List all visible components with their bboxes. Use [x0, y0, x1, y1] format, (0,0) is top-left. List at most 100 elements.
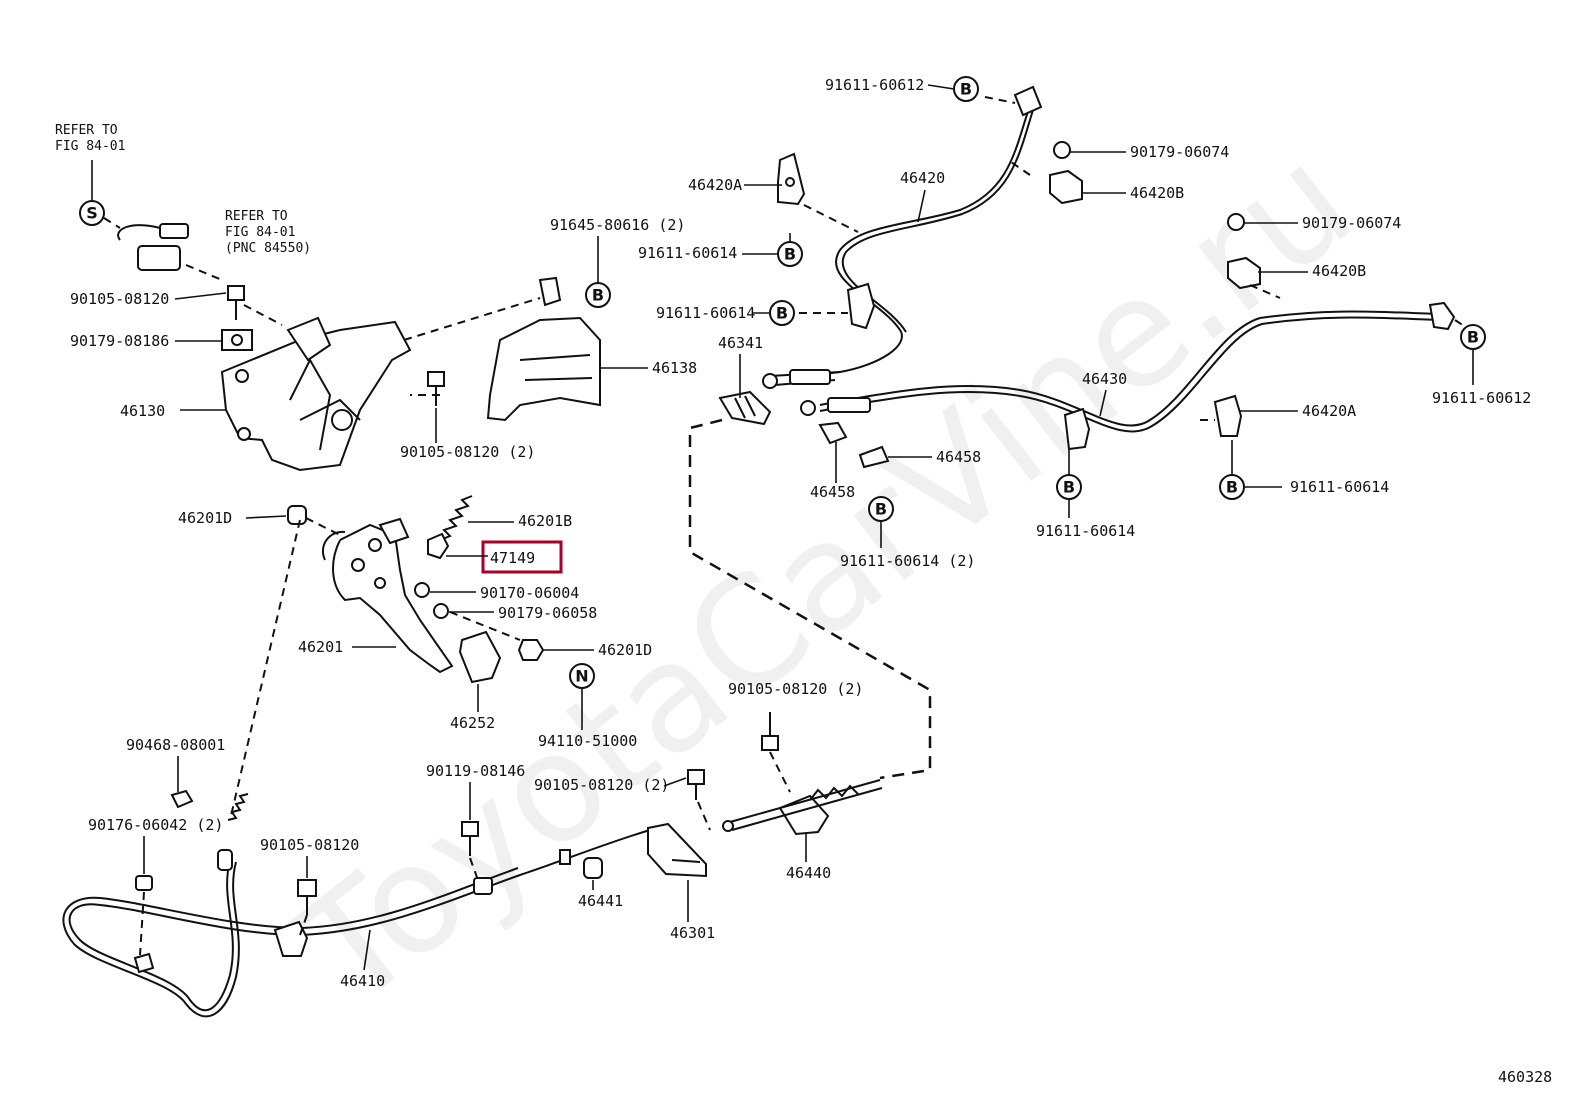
bushing-46201D-a[interactable]: [287, 505, 307, 525]
nut-90179-06058[interactable]: [433, 603, 449, 619]
label-91611-60614-a[interactable]: 91611-60614: [638, 244, 778, 262]
bolt-90105-08120-b[interactable]: [297, 879, 317, 915]
label-90170-06004[interactable]: 90170-06004: [430, 584, 579, 602]
svg-text:90105-08120: 90105-08120: [260, 836, 359, 854]
bolt-90105-08120-a[interactable]: [227, 285, 245, 320]
label-90179-08186[interactable]: 90179-08186: [70, 332, 222, 350]
svg-text:46201B: 46201B: [518, 512, 572, 530]
svg-text:90179-06074: 90179-06074: [1302, 214, 1401, 232]
label-46420A-right[interactable]: 46420A: [1240, 402, 1356, 420]
equalizer-46440[interactable]: [722, 779, 883, 836]
label-94110-51000[interactable]: 94110-51000: [538, 732, 637, 750]
spring-46201B[interactable]: [439, 495, 473, 541]
svg-text:90105-08120 (2): 90105-08120 (2): [534, 776, 669, 794]
marker-b-text: B: [1063, 478, 1075, 497]
marker-b-text: B: [592, 286, 604, 305]
label-46458-right[interactable]: 46458: [888, 448, 981, 466]
label-91645-80616[interactable]: 91645-80616 (2): [550, 216, 685, 234]
label-90105-08120-2a[interactable]: 90105-08120 (2): [400, 408, 535, 461]
label-90105-08120-a[interactable]: 90105-08120: [70, 290, 227, 308]
label-90179-06058[interactable]: 90179-06058: [449, 604, 597, 622]
bolt-90119-08146[interactable]: [461, 821, 479, 856]
refer-note-a-line1: REFER TO: [55, 123, 118, 138]
clip-46458[interactable]: [818, 421, 890, 469]
label-46130[interactable]: 46130: [120, 402, 226, 420]
refer-note-b-line3: (PNC 84550): [225, 241, 311, 256]
label-90176-06042[interactable]: 90176-06042 (2): [88, 816, 223, 874]
bracket-46420A-right[interactable]: [1213, 394, 1243, 437]
knob-46252[interactable]: [458, 630, 502, 684]
marker-b-7: B: [1219, 474, 1245, 500]
svg-text:91611-60612: 91611-60612: [825, 76, 924, 94]
rear-cable-46430[interactable]: [800, 301, 1456, 451]
label-90119-08146[interactable]: 90119-08146: [426, 762, 525, 820]
switch-84550[interactable]: [117, 223, 189, 271]
label-46430[interactable]: 46430: [1082, 370, 1127, 417]
rear-cable-46420[interactable]: [762, 85, 1043, 389]
label-91611-60612-right[interactable]: 91611-60612: [1432, 389, 1531, 407]
svg-text:91611-60612: 91611-60612: [1432, 389, 1531, 407]
refer-note-b-line1: REFER TO: [225, 209, 288, 224]
bushing-46441[interactable]: [583, 857, 603, 879]
svg-text:91611-60614: 91611-60614: [1036, 522, 1135, 540]
nut-90179-08186[interactable]: [221, 329, 253, 351]
clip-46420B-top[interactable]: [1049, 141, 1083, 205]
label-46301[interactable]: 46301: [670, 880, 715, 942]
label-90105-08120-b[interactable]: 90105-08120: [260, 836, 359, 878]
clip-46420B-right[interactable]: [1227, 213, 1261, 290]
label-46201D-b[interactable]: 46201D: [543, 641, 652, 659]
label-46420-top[interactable]: 46420: [900, 169, 945, 223]
label-46201B[interactable]: 46201B: [468, 512, 572, 530]
bushing-46201D-b[interactable]: [517, 639, 545, 661]
label-46252[interactable]: 46252: [450, 684, 495, 732]
marker-b-text: B: [776, 304, 788, 323]
label-46201[interactable]: 46201: [298, 638, 396, 656]
marker-s: S: [79, 200, 105, 226]
bolt-90105-08120-2b[interactable]: [761, 712, 779, 751]
nut-90170-06004[interactable]: [414, 582, 430, 598]
marker-b-1: B: [953, 76, 979, 102]
svg-text:90176-06042 (2): 90176-06042 (2): [88, 816, 223, 834]
label-91611-60614-2[interactable]: 91611-60614 (2): [840, 552, 975, 570]
bolt-90105-08120-2c[interactable]: [687, 769, 705, 800]
label-91611-60612-top[interactable]: 91611-60612: [825, 76, 955, 94]
label-90179-06074-a[interactable]: 90179-06074: [1070, 143, 1229, 161]
bracket-46341[interactable]: [718, 390, 772, 426]
label-91611-60614-d[interactable]: 91611-60614: [1290, 478, 1389, 496]
label-46458-left[interactable]: 46458: [810, 442, 855, 501]
front-cable-46410[interactable]: [62, 793, 651, 1018]
label-46440[interactable]: 46440: [786, 834, 831, 882]
label-46441[interactable]: 46441: [578, 880, 623, 910]
label-46420B-right[interactable]: 46420B: [1258, 262, 1366, 280]
label-90105-08120-2c[interactable]: 90105-08120 (2): [534, 776, 687, 794]
label-91611-60614-c[interactable]: 91611-60614: [1036, 522, 1135, 540]
label-46138[interactable]: 46138: [600, 359, 697, 377]
label-46341[interactable]: 46341: [718, 334, 763, 398]
pin-47149[interactable]: [427, 532, 450, 560]
label-46420A-top[interactable]: 46420A: [688, 176, 782, 194]
bracket-46420A-top[interactable]: [777, 152, 806, 206]
label-90468-08001[interactable]: 90468-08001: [126, 736, 225, 792]
label-90105-08120-2b[interactable]: 90105-08120 (2): [728, 680, 863, 698]
refer-note-b-line2: FIG 84-01: [225, 225, 295, 240]
cover-46138[interactable]: [486, 276, 601, 422]
svg-text:46420B: 46420B: [1130, 184, 1184, 202]
clip-90176-06042[interactable]: [135, 875, 153, 891]
clip-90468-08001[interactable]: [170, 789, 194, 809]
label-46201D-a[interactable]: 46201D: [178, 509, 287, 527]
label-46420B-top[interactable]: 46420B: [1082, 184, 1184, 202]
svg-text:90119-08146: 90119-08146: [426, 762, 525, 780]
bracket-46130[interactable]: [220, 316, 412, 472]
svg-text:90105-08120 (2): 90105-08120 (2): [728, 680, 863, 698]
bolt-90105-08120-2a[interactable]: [427, 371, 445, 406]
label-47149[interactable]: 47149: [446, 540, 563, 574]
lever-46201[interactable]: [322, 517, 454, 674]
bracket-46301[interactable]: [647, 822, 707, 878]
label-90179-06074-b[interactable]: 90179-06074: [1244, 214, 1401, 232]
svg-text:46201: 46201: [298, 638, 343, 656]
label-91611-60614-b[interactable]: 91611-60614: [656, 304, 770, 322]
label-46410[interactable]: 46410: [340, 929, 385, 990]
svg-text:46201D: 46201D: [598, 641, 652, 659]
svg-text:90179-06058: 90179-06058: [498, 604, 597, 622]
